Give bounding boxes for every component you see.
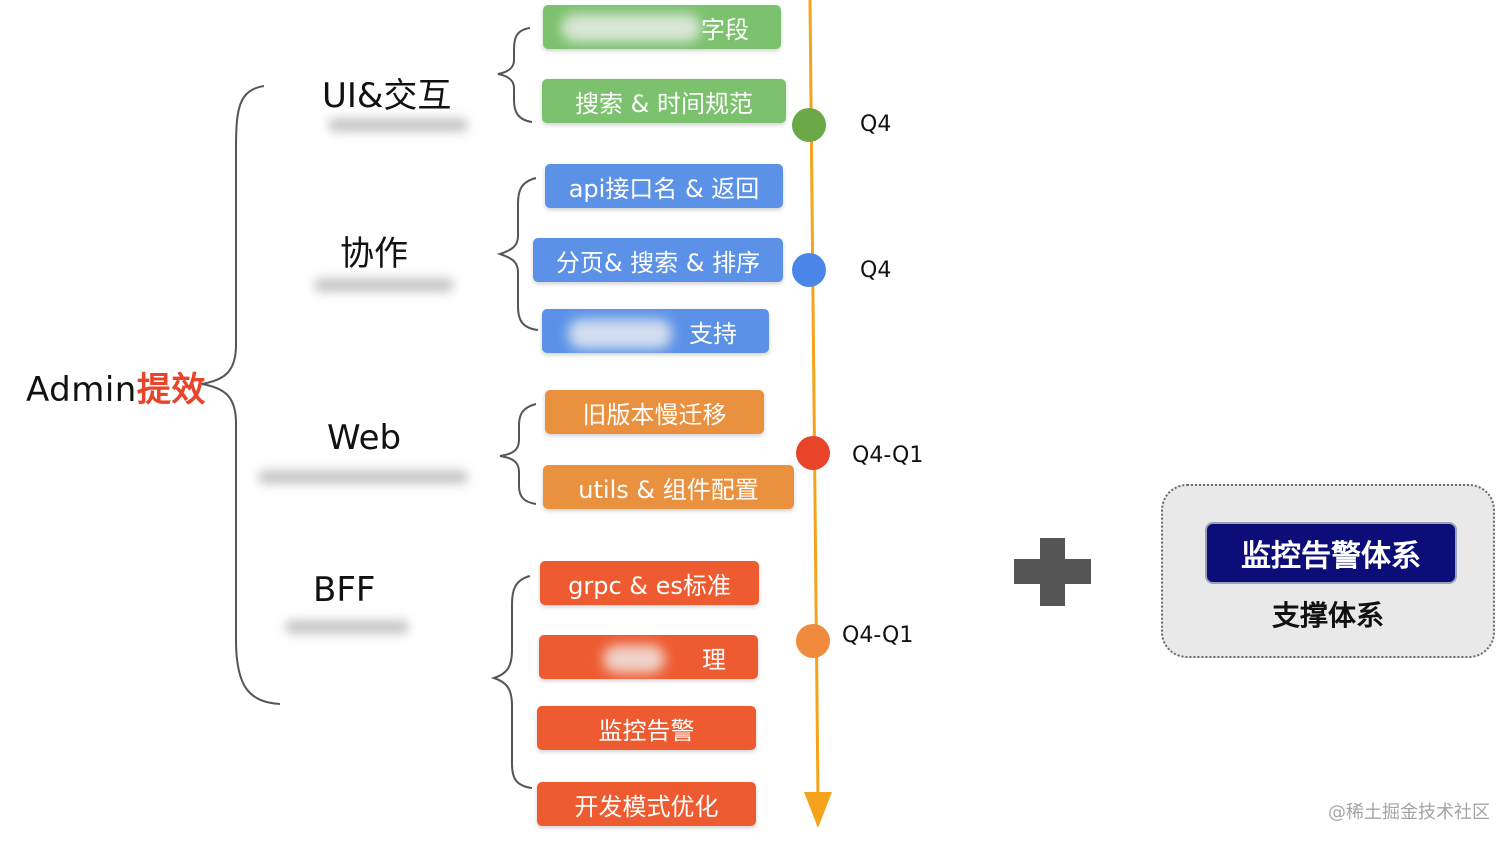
brace-ui [497, 27, 533, 123]
root-prefix: Admin [26, 370, 137, 410]
timeline-label: Q4 [860, 258, 892, 283]
support-card-subtitle: 支撑体系 [1271, 599, 1384, 632]
timeline-label: Q4 [860, 112, 892, 137]
blurred-text [561, 14, 701, 42]
item-text: 支持 [689, 319, 737, 348]
item-text: 开发模式优化 [574, 792, 719, 821]
item-text: 监控告警 [598, 716, 695, 745]
brace-web [499, 403, 537, 505]
blurred-subtitle [285, 620, 409, 634]
item-text: 分页& 搜索 & 排序 [555, 248, 761, 277]
item-text: 搜索 & 时间规范 [575, 89, 753, 118]
timeline-arrow [804, 792, 832, 828]
timeline-label: Q4-Q1 [852, 443, 924, 468]
brace-bff [490, 575, 533, 789]
item-box-blue: api接口名 & 返回 [545, 164, 783, 208]
watermark: @稀土掘金技术社区 [1328, 802, 1490, 823]
root-label: Admin提效 [26, 362, 206, 411]
timeline-dot-red [796, 436, 830, 470]
blurred-subtitle [258, 470, 468, 484]
support-card-title: 监控告警体系 [1205, 522, 1457, 584]
item-box-red: grpc & es标准 [540, 561, 759, 605]
branch-label-web: Web [327, 418, 402, 458]
branch-label-collab: 协作 [340, 234, 408, 274]
timeline-dot-green [792, 108, 826, 142]
item-box-green: 字段 [543, 5, 781, 49]
blurred-subtitle [314, 278, 454, 292]
blurred-text [568, 319, 672, 349]
item-box-blue: 支持 [542, 309, 769, 353]
item-text: grpc & es标准 [568, 571, 731, 600]
item-text: 旧版本慢迁移 [582, 400, 727, 429]
blurred-subtitle [328, 118, 468, 132]
support-card: 监控告警体系 支撑体系 [1161, 484, 1495, 658]
timeline-label: Q4-Q1 [842, 623, 914, 648]
item-text: utils & 组件配置 [578, 475, 759, 504]
timeline-dot-orange [796, 624, 830, 658]
item-box-red: 理 [539, 635, 758, 679]
root-brace [201, 85, 281, 705]
item-text: 理 [702, 645, 726, 674]
item-box-orange: 旧版本慢迁移 [545, 390, 764, 434]
item-box-red: 监控告警 [537, 706, 756, 750]
item-text: api接口名 & 返回 [568, 174, 760, 203]
branch-label-bff: BFF [313, 570, 376, 610]
brace-collab [496, 177, 539, 331]
item-box-red: 开发模式优化 [537, 782, 756, 826]
blurred-text [603, 645, 665, 673]
item-box-green: 搜索 & 时间规范 [542, 79, 786, 123]
root-highlight: 提效 [136, 370, 206, 410]
branch-label-ui: UI&交互 [322, 76, 452, 116]
plus-icon-vertical [1040, 538, 1065, 606]
timeline-dot-blue [792, 253, 826, 287]
item-box-orange: utils & 组件配置 [543, 465, 794, 509]
item-box-blue: 分页& 搜索 & 排序 [533, 238, 783, 282]
item-text: 字段 [701, 15, 749, 44]
